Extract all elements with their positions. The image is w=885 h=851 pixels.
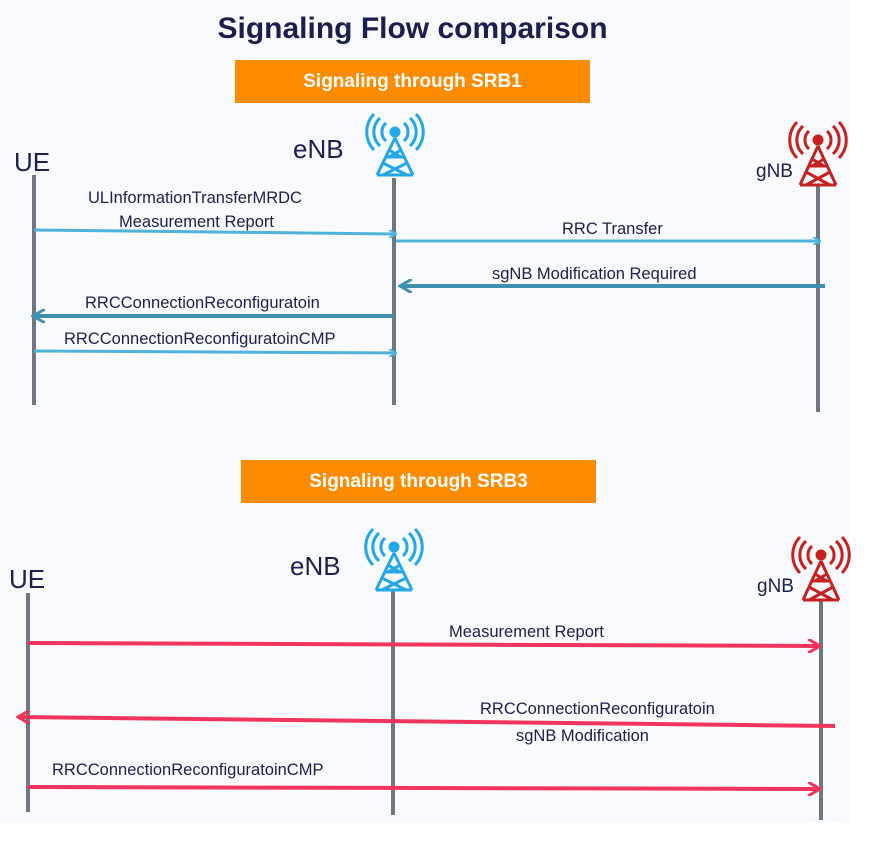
diagram-panel <box>0 0 850 822</box>
enb-label: eNB <box>293 134 344 164</box>
page-title: Signaling Flow comparison <box>217 12 608 45</box>
arrow-rrc-reconfig-srb3 <box>18 717 836 728</box>
message-label: RRCConnectionReconfiguratoinCMP <box>64 330 336 348</box>
message-label: sgNB Modification <box>516 727 649 745</box>
message-label: Measurement Report <box>119 213 274 231</box>
gnb-antenna-icon <box>788 120 848 187</box>
gnb-label: gNB <box>756 161 793 182</box>
enb-antenna-icon <box>365 112 425 177</box>
enb-label: eNB <box>290 551 341 581</box>
message-label: Measurement Report <box>449 623 604 641</box>
enb-antenna-icon <box>364 527 424 592</box>
ue-label: UE <box>14 147 51 177</box>
gnb-antenna-icon <box>791 535 851 602</box>
message-label: RRCConnectionReconfiguratoin <box>480 700 715 718</box>
arrow-ul-info-transfer <box>33 228 396 234</box>
message-label: RRCConnectionReconfiguratoinCMP <box>52 761 324 779</box>
message-label: RRC Transfer <box>562 220 663 238</box>
gnb-label: gNB <box>757 576 794 597</box>
message-label: ULInformationTransferMRDC <box>88 189 302 207</box>
message-label: sgNB Modification Required <box>492 265 697 283</box>
arrow-rrc-reconfig-cmp-srb3 <box>27 787 820 789</box>
message-label: RRCConnectionReconfiguratoin <box>85 294 320 312</box>
ue-label: UE <box>9 564 46 594</box>
section-banner-srb3: Signaling through SRB3 <box>241 460 596 503</box>
arrow-measurement-report-srb3 <box>27 643 820 646</box>
arrow-rrc-reconfig-cmp-srb1 <box>33 351 396 353</box>
section-banner-srb1: Signaling through SRB1 <box>235 60 590 103</box>
